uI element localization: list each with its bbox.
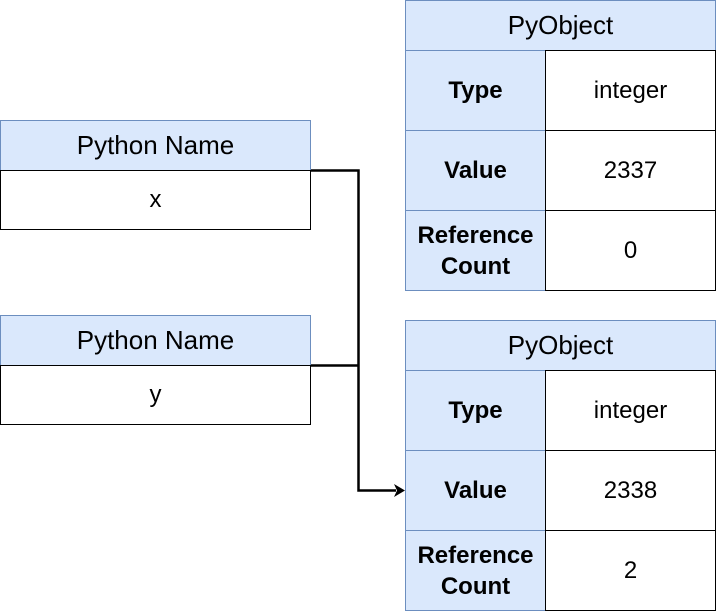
pyobject-2-refcount-key: Reference Count: [405, 530, 546, 611]
pyobject-1-value-value: 2337: [545, 130, 716, 211]
python-name-y-value: y: [0, 365, 311, 425]
pyobject-2-type-value: integer: [545, 370, 716, 451]
pyobject-2-value-key: Value: [405, 450, 546, 531]
pyobject-2-refcount-value: 2: [545, 530, 716, 611]
pyobject-2-type-key: Type: [405, 370, 546, 451]
python-name-x-header: Python Name: [0, 120, 311, 171]
pyobject-1-refcount-value: 0: [545, 210, 716, 291]
x-connector: [311, 169, 396, 492]
pyobject-1-value-key: Value: [405, 130, 546, 211]
arrow-head: [394, 484, 405, 497]
pyobject-1-refcount-key: Reference Count: [405, 210, 546, 291]
python-name-y-header: Python Name: [0, 315, 311, 366]
pyobject-2-value-value: 2338: [545, 450, 716, 531]
python-name-x-value: x: [0, 170, 311, 230]
